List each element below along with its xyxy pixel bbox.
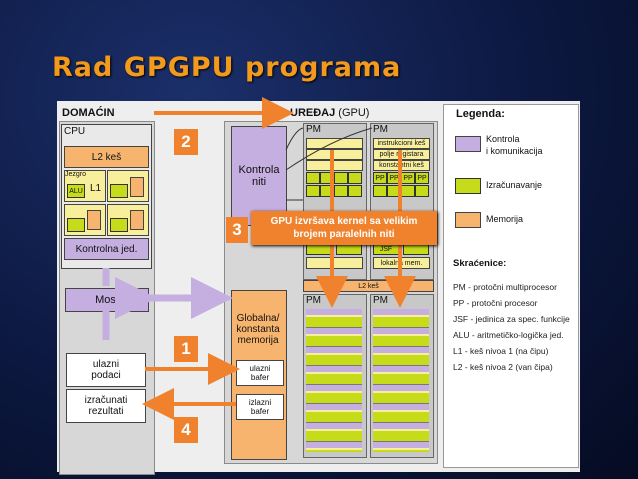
abbreviation: ALU - aritmetičko-logička jed. <box>453 330 564 340</box>
pm-row <box>306 138 363 149</box>
legend-swatch-green <box>455 178 481 194</box>
cpu-label: CPU <box>64 126 86 137</box>
legend-item: Kontrola i komunikacija <box>486 134 543 156</box>
kernel-callout: GPU izvršava kernel sa velikim brojem pa… <box>251 211 437 245</box>
instruction-cache: instrukcioni keš <box>373 138 430 149</box>
abbreviation: PP - protočni procesor <box>453 298 538 308</box>
step-4-badge: 4 <box>174 417 198 443</box>
pp-unit: PP <box>415 172 429 184</box>
pp-unit <box>348 185 362 197</box>
abbreviations-title: Skraćenice: <box>453 258 507 269</box>
local-memory <box>306 257 363 269</box>
abbreviation: JSF - jedinica za spec. funkcije <box>453 314 570 324</box>
pm-label: PM <box>373 295 388 306</box>
device-label-rest: (GPU) <box>335 107 370 119</box>
pp-unit <box>348 172 362 184</box>
step-3-badge: 3 <box>226 217 248 243</box>
pp-unit <box>306 185 320 197</box>
control-line <box>285 127 373 171</box>
l1-label: L1 <box>90 183 102 194</box>
pp-unit <box>373 185 387 197</box>
global-memory-label: Globalna/ konstanta memorija <box>236 312 280 346</box>
device-label-bold: UREĐAJ <box>290 107 336 119</box>
legend-swatch-orange <box>455 212 481 228</box>
device-label: UREĐAJ (GPU) <box>290 107 369 119</box>
input-data-box: ulazni podaci <box>66 353 146 387</box>
step-2-badge: 2 <box>174 129 198 155</box>
pp-unit <box>306 172 320 184</box>
host-label: DOMAĆIN <box>62 107 115 119</box>
abbreviation: L1 - keš nivoa 1 (na čipu) <box>453 346 549 356</box>
legend-title: Legenda: <box>456 108 505 120</box>
cpu-control-unit: Kontrolna jed. <box>64 238 149 260</box>
pp-unit <box>415 185 429 197</box>
step-1-badge: 1 <box>174 336 198 362</box>
pm-bottom-fill <box>306 309 362 452</box>
alu-box <box>110 218 128 232</box>
legend-swatch-purple <box>455 136 481 152</box>
legend-item: Memorija <box>486 214 524 224</box>
pp-unit: PP <box>387 172 401 184</box>
results-box: izračunati rezultati <box>66 389 146 423</box>
input-buffer: ulazni bafer <box>236 360 284 386</box>
pm-label: PM <box>306 124 321 135</box>
pm-label: PM <box>373 124 388 135</box>
pm-row <box>306 149 363 160</box>
l1-box <box>130 210 144 230</box>
l1-box <box>130 177 144 197</box>
pm-row <box>306 160 363 171</box>
pp-unit <box>334 185 348 197</box>
core-label: Jezgro <box>65 171 87 178</box>
pp-unit <box>334 172 348 184</box>
abbreviation: PM - protočni multiprocesor <box>453 282 557 292</box>
pm-label: PM <box>306 295 321 306</box>
alu-box <box>110 184 128 198</box>
output-buffer: izlazni bafer <box>236 394 284 420</box>
alu-box <box>67 218 85 232</box>
cpu-l2-cache: L2 keš <box>64 146 149 168</box>
legend-panel <box>443 104 579 468</box>
pp-unit: PP <box>373 172 387 184</box>
legend-item: Izračunavanje <box>486 180 543 190</box>
l1-box <box>87 210 101 230</box>
page-title: Rad GPGPU programa <box>52 52 402 83</box>
control-line <box>285 127 304 151</box>
pm-bottom-fill <box>373 309 429 452</box>
thread-control-box: Kontrola niti <box>231 126 287 226</box>
abbreviation: L2 - keš nivoa 2 (van čipa) <box>453 362 553 372</box>
alu-box: ALU <box>67 184 85 198</box>
